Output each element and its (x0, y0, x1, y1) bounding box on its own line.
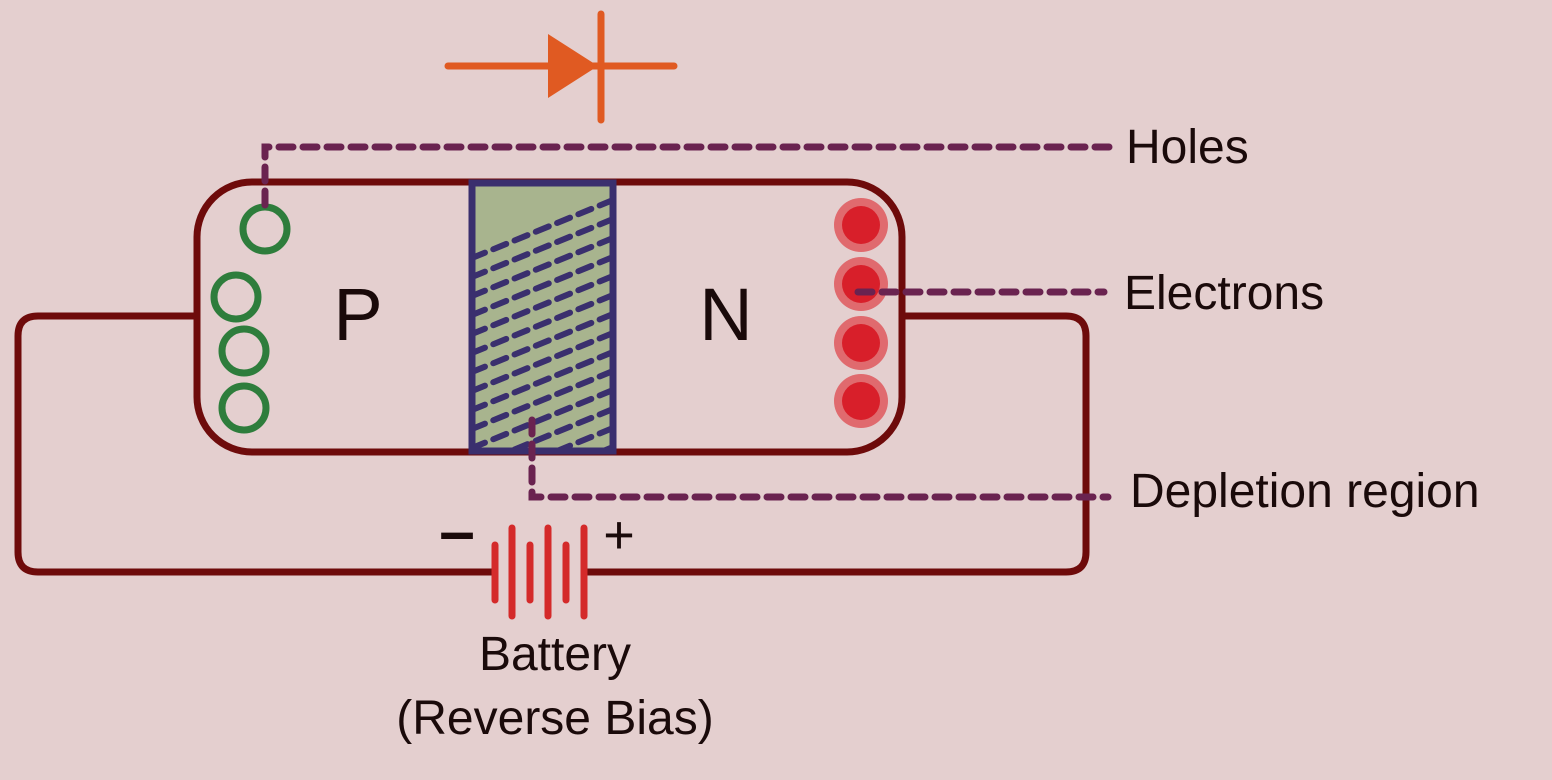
hole-icon (218, 325, 270, 377)
battery-icon (491, 524, 588, 620)
depletion-hatch-line (472, 292, 613, 356)
depletion-hatch-line (472, 387, 613, 451)
hole-icon (210, 271, 262, 323)
n-region-label: N (699, 273, 752, 356)
depletion-hatch-line (472, 349, 613, 413)
hole-icon (218, 382, 270, 434)
depletion-region-label: Depletion region (1130, 465, 1480, 518)
electrons-group (834, 198, 888, 428)
battery-label: Battery (479, 628, 631, 681)
depletion-hatch-line (472, 197, 613, 261)
depletion-hatch-line (472, 216, 613, 280)
electrons-label: Electrons (1124, 267, 1324, 320)
battery-plus-sign: + (603, 505, 635, 565)
p-region-label: P (333, 273, 382, 356)
depletion-hatch-line (472, 330, 613, 394)
depletion-callout-line (528, 416, 1112, 501)
depletion-hatch-line (472, 485, 613, 543)
electron-icon (834, 198, 888, 252)
depletion-hatch-line (503, 406, 613, 451)
depletion-hatch-line (472, 273, 613, 337)
depletion-hatch-line (472, 311, 613, 375)
electron-icon (834, 257, 888, 311)
battery-bias-label: (Reverse Bias) (396, 692, 713, 745)
circuit-wire (14, 312, 1090, 576)
depletion-hatch-line (549, 425, 613, 451)
electron-icon (834, 316, 888, 370)
depletion-hatch-line (472, 368, 613, 432)
diode-symbol-icon (444, 10, 678, 124)
depletion-hatch-line (472, 254, 613, 318)
holes-group (210, 203, 291, 434)
hole-icon (239, 203, 291, 255)
holes-label: Holes (1126, 121, 1249, 174)
depletion-hatch-line (472, 235, 613, 299)
battery-minus-sign: – (439, 495, 475, 567)
holes-callout-line (261, 143, 1118, 209)
electron-icon (834, 374, 888, 428)
depletion-region (468, 179, 617, 543)
